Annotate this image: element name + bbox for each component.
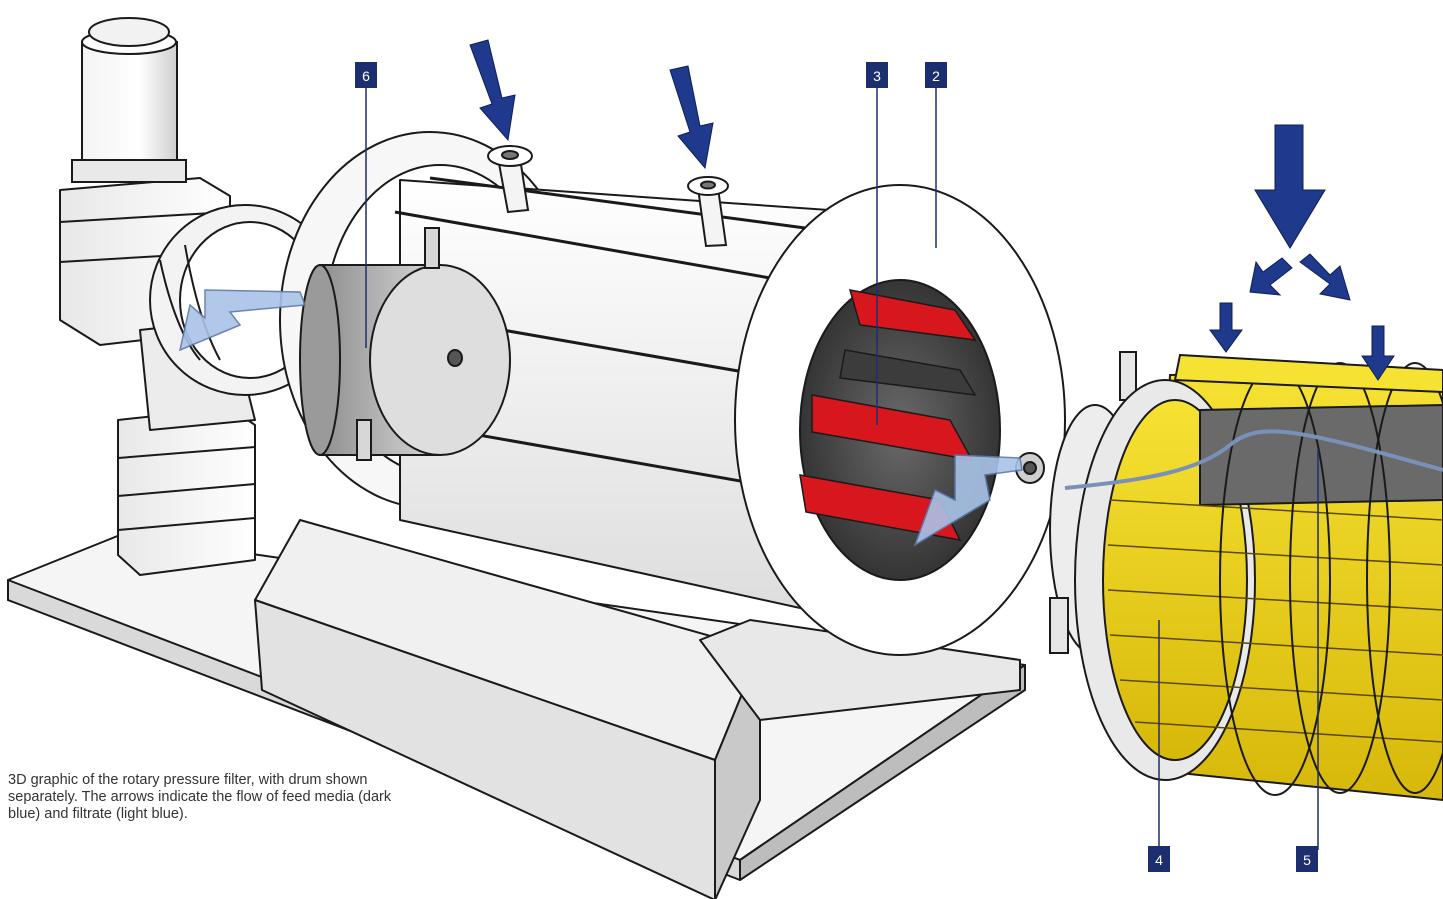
feed-arrow-split-left bbox=[1249, 257, 1293, 296]
feed-arrow-2 bbox=[669, 65, 714, 170]
callout-2: 2 bbox=[925, 62, 947, 88]
callout-5: 5 bbox=[1296, 846, 1318, 872]
feed-arrow-drum-1 bbox=[1209, 302, 1243, 353]
callout-6: 6 bbox=[355, 62, 377, 88]
feed-arrow-main bbox=[1254, 124, 1326, 249]
filtrate-arrows bbox=[178, 289, 1023, 547]
svg-text:3: 3 bbox=[873, 68, 881, 84]
feed-arrow-drum-2 bbox=[1361, 325, 1395, 381]
feed-nozzles bbox=[487, 145, 729, 248]
motor bbox=[71, 17, 187, 183]
callout-3: 3 bbox=[866, 62, 888, 88]
svg-text:5: 5 bbox=[1303, 852, 1311, 868]
filtrate-arrow-left bbox=[178, 289, 307, 352]
figure-caption: 3D graphic of the rotary pressure filter… bbox=[8, 772, 392, 822]
callout-leaders bbox=[365, 86, 1319, 850]
svg-text:2: 2 bbox=[932, 68, 940, 84]
filter-drum bbox=[1064, 353, 1443, 802]
svg-text:6: 6 bbox=[362, 68, 370, 84]
filtrate-arrow-right bbox=[913, 454, 1023, 547]
svg-text:4: 4 bbox=[1155, 852, 1163, 868]
feed-arrows bbox=[469, 39, 1395, 381]
filter-cells bbox=[799, 289, 977, 542]
control-head bbox=[299, 227, 511, 461]
callout-4: 4 bbox=[1148, 846, 1170, 872]
feed-arrow-1 bbox=[469, 39, 516, 142]
feed-arrow-split-right bbox=[1299, 253, 1351, 301]
